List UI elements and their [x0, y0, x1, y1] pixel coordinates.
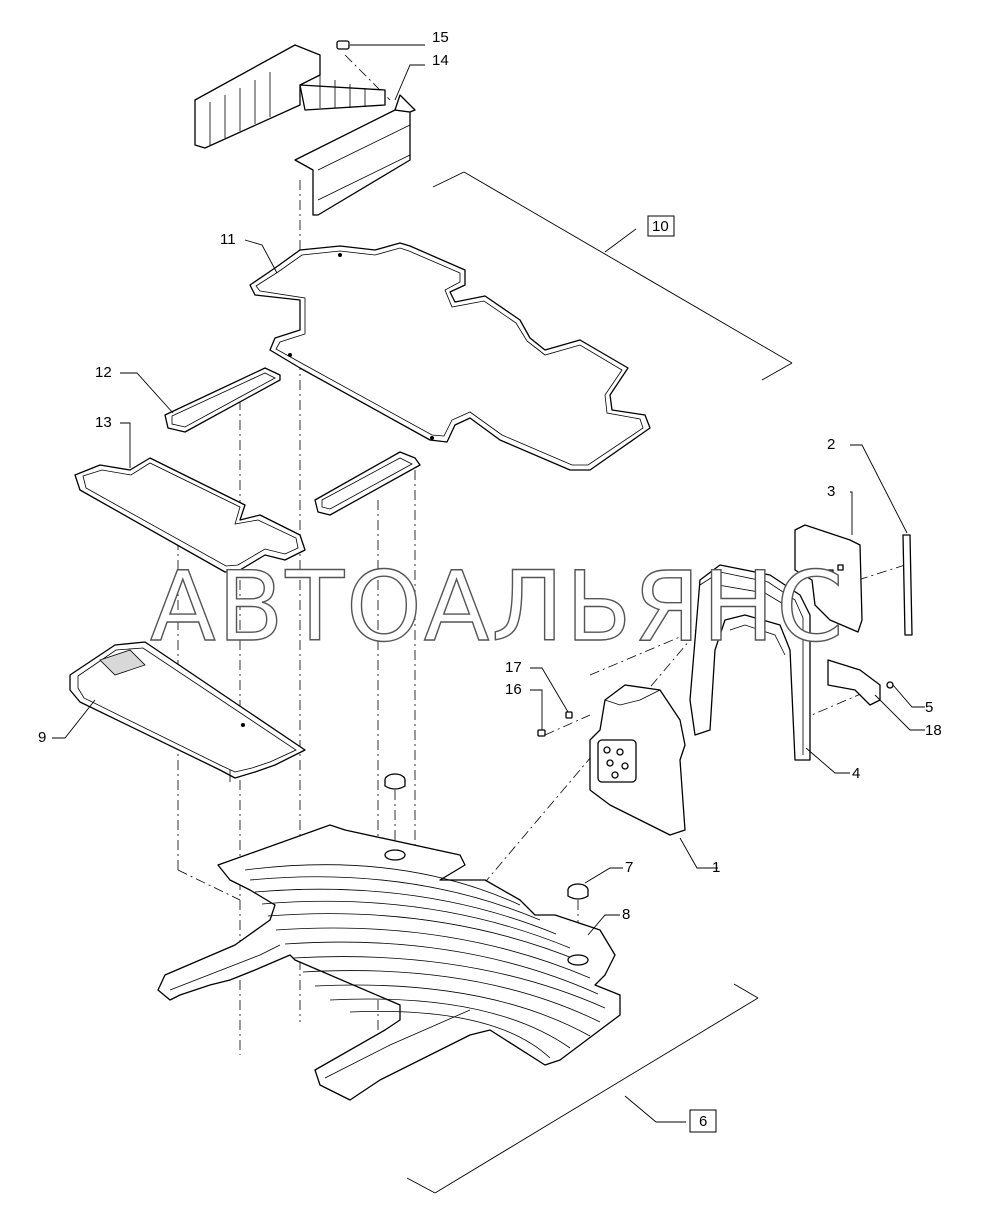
part-2-strip: [902, 534, 913, 636]
part-1-console: [589, 684, 686, 836]
part-14-seat-frame: [194, 44, 416, 216]
part-11-floor-mat: [249, 242, 651, 471]
boxed-6-text: 6: [699, 1113, 707, 1130]
callout-12: 12: [95, 364, 112, 381]
callout-13: 13: [95, 414, 112, 431]
plug-upper: [384, 773, 406, 790]
part-16-17-screws: [537, 711, 573, 737]
callout-4: 4: [852, 765, 860, 782]
part-13-mat: [74, 457, 306, 573]
callout-9: 9: [38, 729, 46, 746]
part-7-plug: [567, 883, 589, 900]
callout-1: 1: [712, 859, 720, 876]
callout-2: 2: [827, 436, 835, 453]
callout-7: 7: [625, 859, 633, 876]
callout-labels: 15 14 11 12 13 9 2 3 17 16 5 18 4 1 7 8: [38, 29, 942, 923]
callout-8: 8: [622, 906, 630, 923]
callout-16: 16: [505, 681, 522, 698]
boxed-label-10: 10: [647, 215, 675, 237]
watermark-text: АВТОАЛЬЯНС: [150, 551, 845, 663]
callout-17: 17: [505, 659, 522, 676]
callout-3: 3: [827, 483, 835, 500]
floor-ribs: [244, 864, 606, 1059]
part-9-tray: [69, 641, 306, 782]
callout-18: 18: [925, 722, 942, 739]
callout-11: 11: [220, 231, 236, 248]
part-4-arch-trim: [689, 564, 811, 761]
assembly-brackets: [406, 171, 793, 1194]
part-15-plug: [336, 40, 350, 50]
boxed-label-6: 6: [689, 1109, 717, 1133]
part-12-pad: [164, 367, 281, 433]
part-3-panel: [794, 524, 863, 633]
boxed-10-text: 10: [652, 218, 669, 235]
callout-15: 15: [432, 29, 449, 46]
callout-5: 5: [925, 699, 933, 716]
part-18-bracket: [827, 659, 894, 706]
center-pad: [314, 451, 421, 516]
part-8-floor-plate: [157, 824, 621, 1101]
callout-14: 14: [432, 52, 449, 69]
leader-lines: [52, 44, 925, 936]
